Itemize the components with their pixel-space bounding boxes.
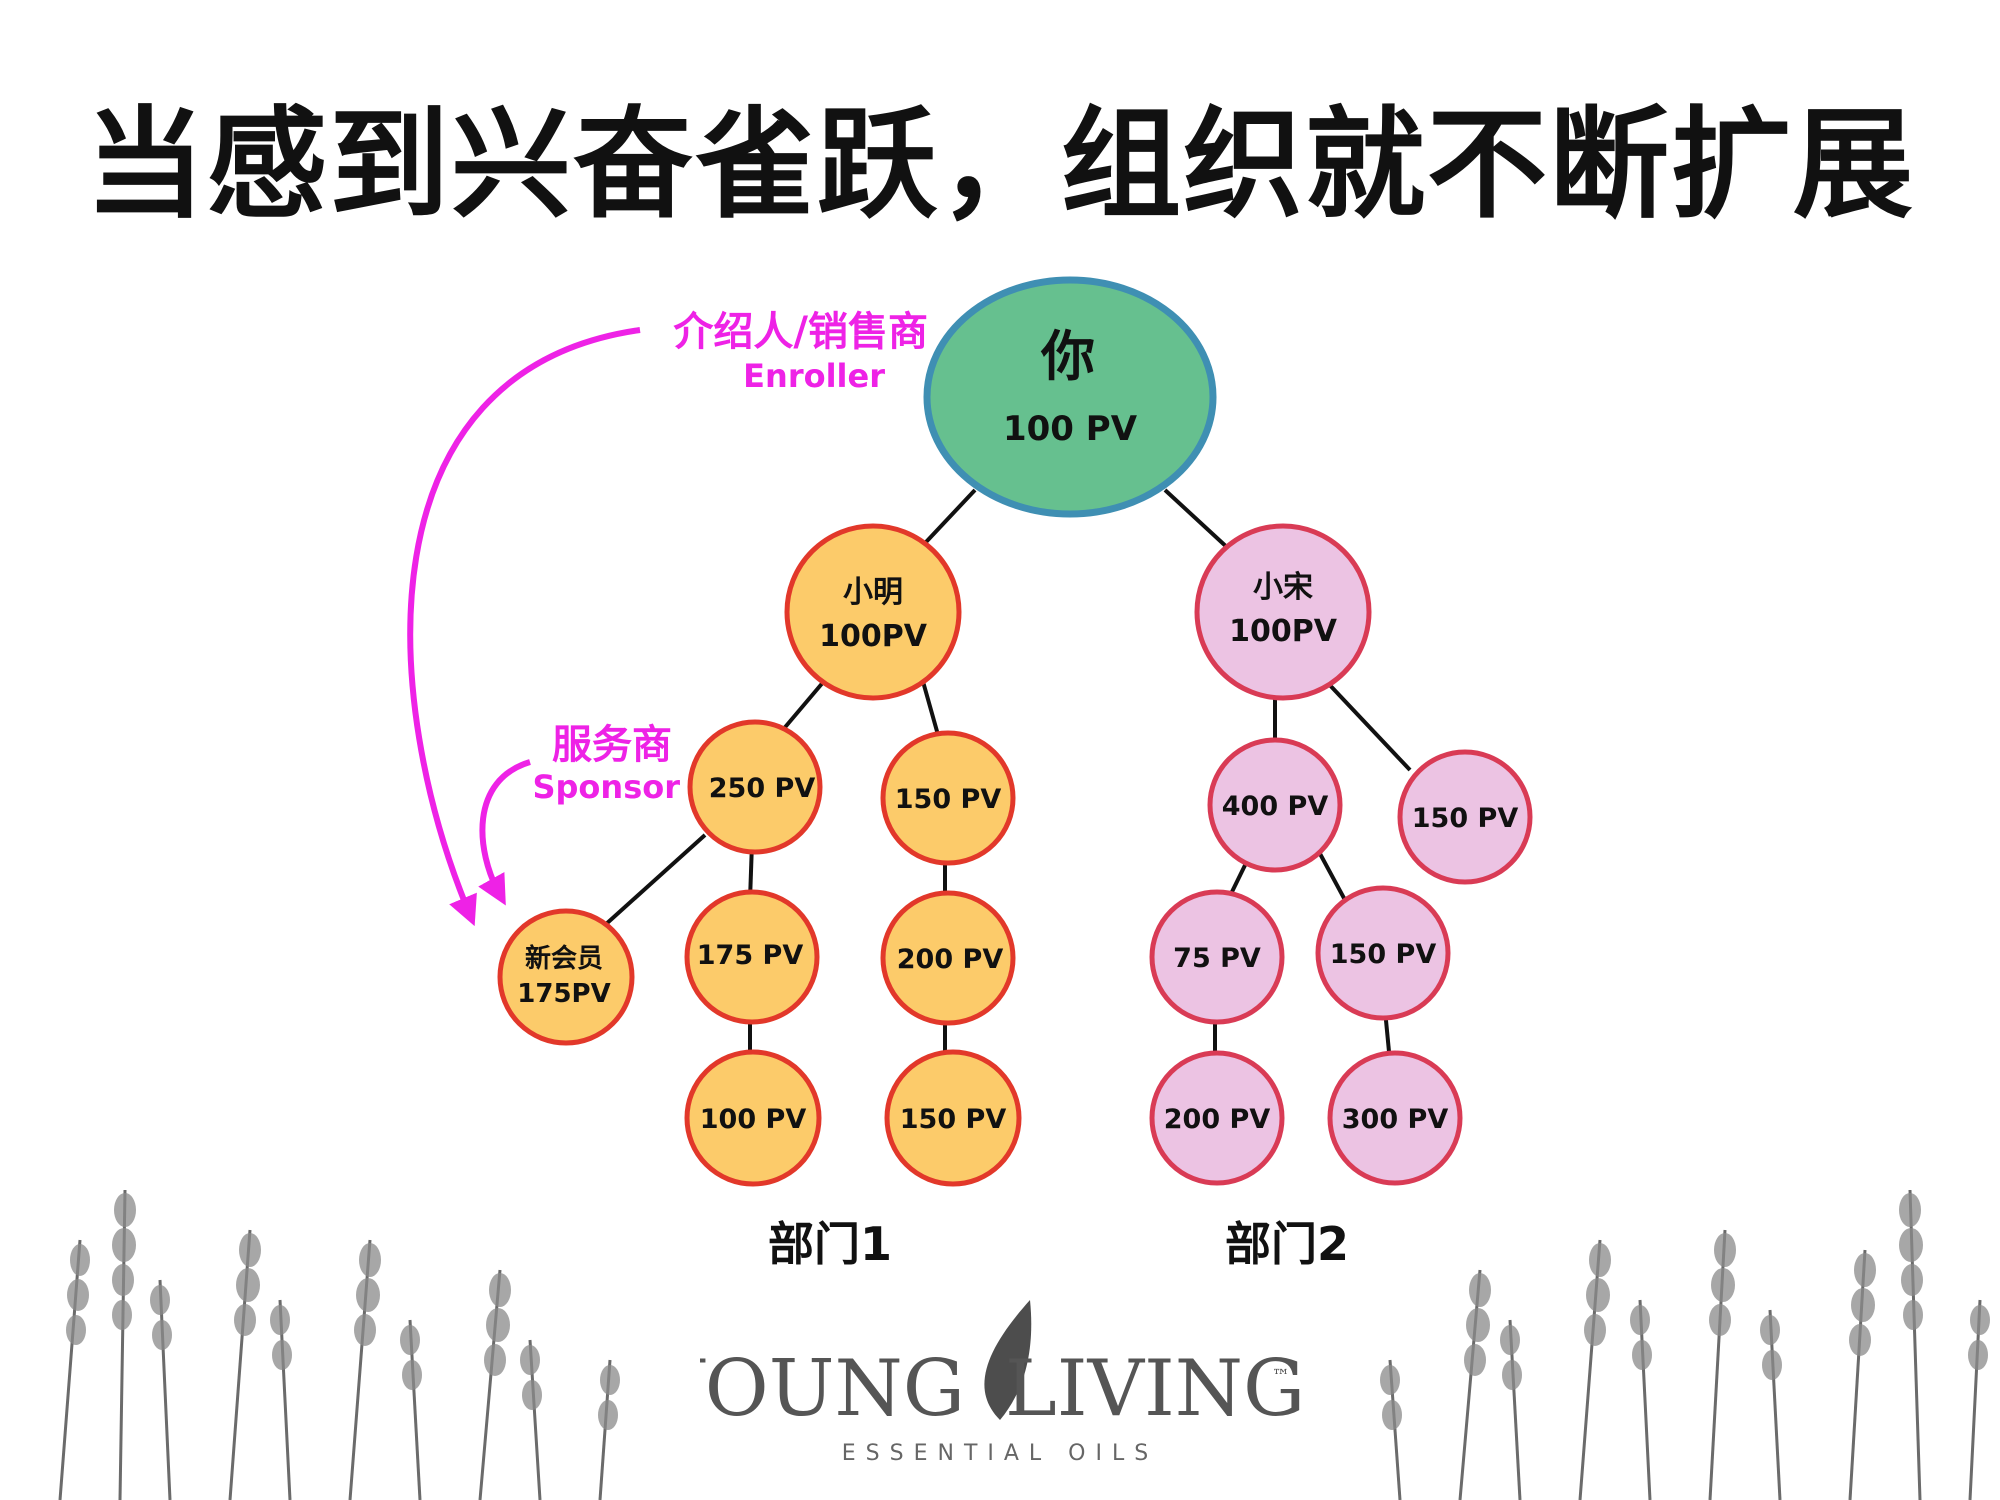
- edge-xiaoming-150a: [920, 677, 942, 743]
- brand-trademark: ™: [1272, 1366, 1290, 1387]
- node-150pv-c: 150 PV: [1397, 749, 1533, 885]
- node-100pv-label: 100 PV: [700, 1104, 807, 1135]
- node-root-pv: 100 PV: [1003, 409, 1138, 449]
- node-150pv-c-label: 150 PV: [1412, 803, 1519, 834]
- node-xiaoming-name: 小明: [843, 575, 903, 610]
- node-150pv-a: 150 PV: [880, 730, 1016, 866]
- brand-name-right: LIVING: [1005, 1344, 1300, 1434]
- node-root-name: 你: [1040, 325, 1095, 388]
- node-175pv-label: 175 PV: [697, 940, 804, 971]
- edge-400-150d: [1316, 849, 1347, 901]
- dept2-label: 部门2: [1225, 1217, 1349, 1271]
- node-200pv-b: 200 PV: [1149, 1050, 1285, 1186]
- node-300pv-label: 300 PV: [1342, 1104, 1449, 1135]
- sponsor-label-en: Sponsor: [532, 768, 680, 806]
- node-400pv: 400 PV: [1207, 737, 1343, 873]
- node-200pv-a: 200 PV: [880, 890, 1016, 1026]
- sponsor-arrow: [478, 759, 531, 906]
- node-150pv-a-label: 150 PV: [895, 784, 1002, 815]
- enroller-arrow: [407, 327, 641, 927]
- node-xiaosong-pv: 100PV: [1229, 614, 1338, 649]
- node-xiaoming-pv: 100PV: [819, 619, 928, 654]
- node-150pv-b: 150 PV: [884, 1049, 1022, 1187]
- node-250pv: 250 PV: [687, 719, 823, 855]
- brand-tagline: ESSENTIAL OILS: [842, 1441, 1158, 1466]
- edge-xiaosong-150c: [1323, 678, 1412, 772]
- leaf-icon: [984, 1300, 1032, 1420]
- sponsor-label-cn: 服务商: [552, 722, 672, 768]
- node-100pv: 100 PV: [684, 1049, 822, 1187]
- page-title: 当感到兴奋雀跃，组织就不断扩展: [85, 96, 1915, 235]
- node-150pv-b-label: 150 PV: [900, 1104, 1007, 1135]
- node-xiaosong: 小宋 100PV: [1194, 523, 1372, 701]
- enroller-label-en: Enroller: [743, 357, 885, 395]
- node-new-member-pv: 175PV: [517, 979, 610, 1009]
- node-xiaoming: 小明 100PV: [784, 523, 962, 701]
- node-175pv: 175 PV: [684, 889, 820, 1025]
- node-200pv-a-label: 200 PV: [897, 944, 1004, 975]
- brand-logo: YOUNG LIVING ™ ESSENTIAL OILS: [700, 1300, 1300, 1466]
- node-xiaosong-name: 小宋: [1253, 570, 1313, 605]
- node-new-member: 新会员 175PV: [497, 908, 635, 1046]
- node-150pv-d-label: 150 PV: [1330, 939, 1437, 970]
- node-400pv-label: 400 PV: [1222, 791, 1329, 822]
- node-root: 你 100 PV: [923, 276, 1217, 518]
- node-250pv-label: 250 PV: [709, 773, 816, 804]
- node-300pv: 300 PV: [1327, 1050, 1463, 1186]
- edge-root-xiaosong: [1163, 488, 1232, 552]
- node-75pv-label: 75 PV: [1173, 943, 1261, 974]
- edge-250-newmember: [603, 833, 707, 927]
- lavender-right-decoration: [1380, 1189, 1990, 1500]
- dept1-label: 部门1: [768, 1217, 892, 1271]
- node-new-member-name: 新会员: [525, 943, 603, 974]
- node-150pv-d: 150 PV: [1315, 885, 1451, 1021]
- lavender-left-decoration: [58, 1189, 620, 1500]
- node-75pv: 75 PV: [1149, 889, 1285, 1025]
- node-200pv-b-label: 200 PV: [1164, 1104, 1271, 1135]
- enroller-label-cn: 介绍人/销售商: [673, 309, 928, 355]
- brand-name-left: YOUNG: [700, 1344, 965, 1434]
